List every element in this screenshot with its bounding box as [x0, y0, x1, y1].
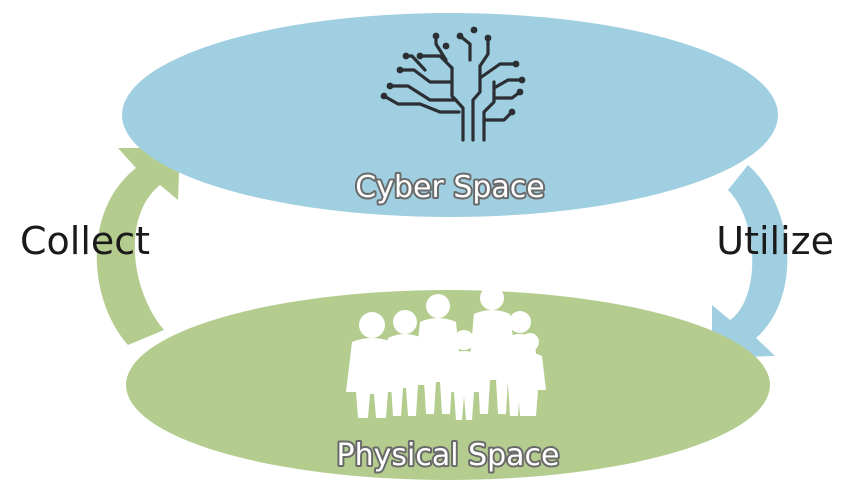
utilize-label: Utilize [716, 219, 834, 263]
physical-space-title: Physical Space [337, 438, 560, 473]
utilize-arrow [712, 165, 788, 358]
collect-arrow [96, 148, 180, 345]
cyber-space-ellipse [122, 13, 778, 217]
people-silhouettes-icon [346, 286, 546, 420]
cyber-space-title: Cyber Space [355, 170, 545, 205]
collect-label: Collect [20, 219, 151, 263]
circuit-brain-icon [380, 26, 526, 142]
